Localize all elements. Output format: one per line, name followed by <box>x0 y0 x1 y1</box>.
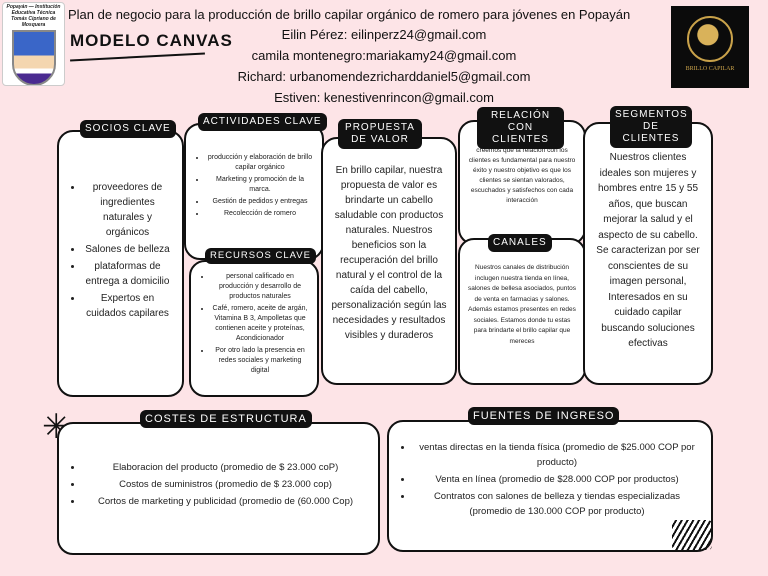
author-2: camila montenegro:mariakamy24@gmail.com <box>251 48 517 63</box>
list-item: Café, romero, aceite de argán, Vitamina … <box>211 304 309 344</box>
propuesta-valor-text: En brillo capilar, nuestra propuesta de … <box>331 165 447 341</box>
segmentos-clientes-label: SEGMENTOS DE CLIENTES <box>610 106 692 148</box>
school-logo: Popayán — Institución Educativa Técnica … <box>2 2 65 86</box>
recursos-clave-card: personal calificado en producción y desa… <box>189 260 319 397</box>
recursos-clave-label: RECURSOS CLAVE <box>205 248 316 264</box>
list-item: Por otro lado la presencia en redes soci… <box>211 346 309 376</box>
list-item: Recolección de romero <box>206 209 314 219</box>
list-item: plataformas de entrega a domicilio <box>83 259 172 289</box>
relacion-clientes-text: creemos que la relación con los clientes… <box>468 147 576 204</box>
list-item: Venta en línea (promedio de $28.000 COP … <box>413 472 701 487</box>
brand-logo-text: BRILLO CAPILAR <box>685 66 735 72</box>
propuesta-valor-card: En brillo capilar, nuestra propuesta de … <box>321 137 457 385</box>
author-3: Richard: urbanomendezricharddaniel5@gmai… <box>237 69 531 84</box>
page-title: MODELO CANVAS <box>70 31 233 50</box>
fuentes-ingreso-card: ventas directas en la tienda física (pro… <box>387 420 713 552</box>
list-item: Gestión de pedidos y entregas <box>206 197 314 207</box>
costes-estructura-label: COSTES DE ESTRUCTURA <box>140 410 312 428</box>
document-title: Plan de negocio para la producción de br… <box>68 7 631 22</box>
canales-label: CANALES <box>488 234 552 252</box>
list-item: producción y elaboración de brillo capil… <box>206 153 314 173</box>
list-item: Salones de belleza <box>83 242 172 257</box>
propuesta-valor-label: PROPUESTA DE VALOR <box>338 119 422 149</box>
list-item: proveedores de ingredientes naturales y … <box>83 180 172 240</box>
list-item: Contratos con salones de belleza y tiend… <box>413 489 701 519</box>
fuentes-ingreso-label: FUENTES DE INGRESO <box>468 407 620 425</box>
socios-clave-card: proveedores de ingredientes naturales y … <box>57 130 184 397</box>
canales-text: Nuestros canales de distribución incluge… <box>467 264 577 345</box>
brand-logo: BRILLO CAPILAR <box>671 6 749 88</box>
author-1: Eilin Pérez: eilinperz24@gmail.com <box>281 27 487 42</box>
socios-clave-label: SOCIOS CLAVE <box>80 120 176 138</box>
list-item: Expertos en cuidados capilares <box>83 291 172 321</box>
segmentos-clientes-text: Nuestros clientes ideales son mujeres y … <box>596 152 700 349</box>
list-item: Costos de suministros (promedio de $ 23.… <box>83 477 368 492</box>
relacion-clientes-label: RELACIÓN CON CLIENTES <box>477 107 564 149</box>
segmentos-clientes-card: Nuestros clientes ideales son mujeres y … <box>583 122 713 385</box>
list-item: Elaboracion del producto (promedio de $ … <box>83 460 368 475</box>
canales-card: Nuestros canales de distribución incluge… <box>458 238 586 385</box>
actividades-clave-card: producción y elaboración de brillo capil… <box>184 123 324 260</box>
actividades-clave-label: ACTIVIDADES CLAVE <box>198 113 327 131</box>
list-item: ventas directas en la tienda física (pro… <box>413 440 701 470</box>
list-item: personal calificado en producción y desa… <box>211 272 309 302</box>
author-4: Estiven: kenestivenrincon@gmail.com <box>274 90 494 105</box>
scribble-decoration <box>672 520 712 550</box>
list-item: Cortos de marketing y publicidad (promed… <box>83 494 368 509</box>
list-item: Marketing y promoción de la marca. <box>206 175 314 195</box>
costes-estructura-card: Elaboracion del producto (promedio de $ … <box>57 422 380 555</box>
school-logo-text: Popayán — Institución Educativa Técnica … <box>6 4 61 28</box>
